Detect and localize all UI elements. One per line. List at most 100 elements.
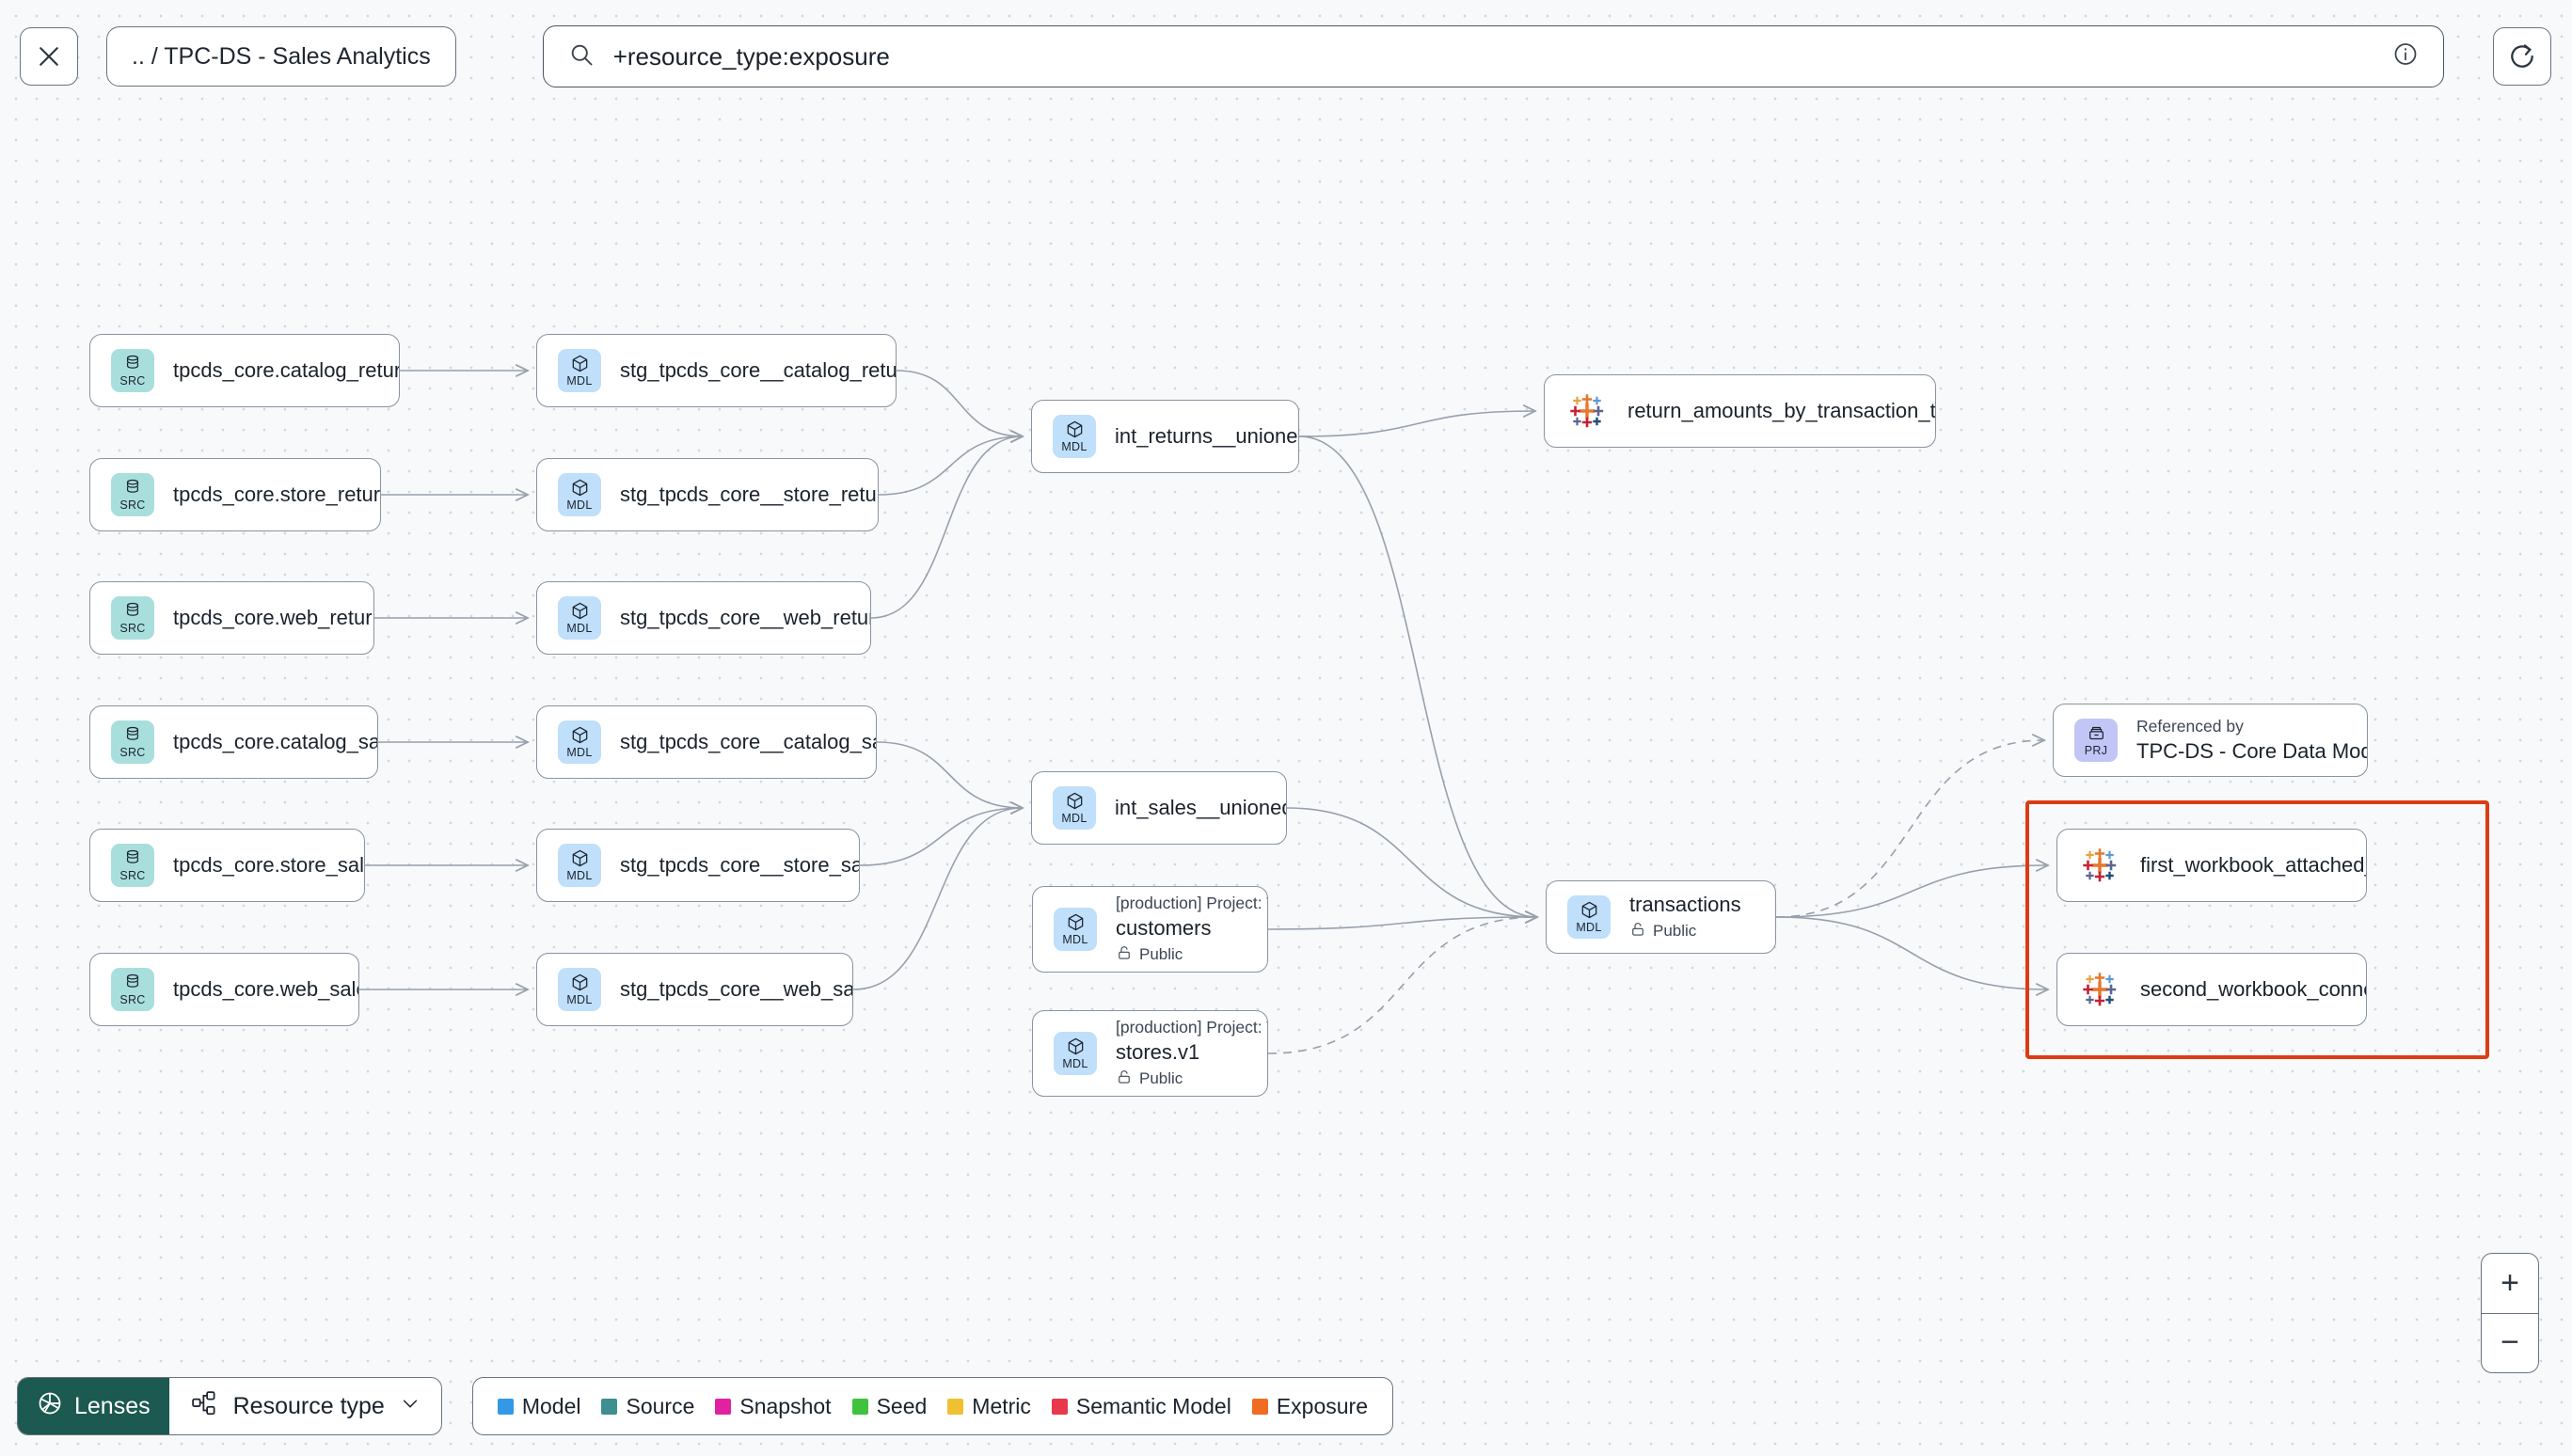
node-text: tpcds_core.store_sales bbox=[173, 853, 364, 878]
node-label: return_amounts_by_transaction_type bbox=[1627, 399, 1935, 422]
lineage-node-stg_web_sales[interactable]: MDL stg_tpcds_core__web_sales bbox=[536, 953, 853, 1026]
lineage-edge bbox=[1775, 916, 2048, 989]
lineage-edge bbox=[1775, 740, 2044, 918]
node-text: int_sales__unioned bbox=[1115, 796, 1286, 820]
lineage-edge bbox=[859, 808, 1023, 866]
lineage-node-customers[interactable]: MDL [production] Project: TPC-DS - Core D… bbox=[1032, 886, 1268, 973]
node-label: int_sales__unioned bbox=[1115, 796, 1286, 819]
search-icon bbox=[568, 41, 595, 72]
search-input[interactable] bbox=[612, 41, 2419, 71]
legend-item-semantic-model[interactable]: Semantic Model bbox=[1051, 1394, 1231, 1419]
lens-group: Lenses Resource type bbox=[17, 1377, 442, 1435]
legend-item-seed[interactable]: Seed bbox=[851, 1394, 927, 1419]
src-badge-icon: SRC bbox=[111, 844, 154, 887]
lineage-node-src_catalog_returns[interactable]: SRC tpcds_core.catalog_returns bbox=[89, 334, 400, 407]
chevron-down-icon bbox=[400, 1393, 421, 1420]
legend-swatch bbox=[497, 1398, 514, 1415]
mdl-badge-icon: MDL bbox=[558, 968, 601, 1011]
zoom-controls[interactable]: + − bbox=[2481, 1253, 2539, 1373]
legend-item-exposure[interactable]: Exposure bbox=[1251, 1393, 1368, 1419]
node-subtitle: [production] Project: TPC-DS - Core Data… bbox=[1116, 893, 1267, 912]
legend-swatch bbox=[601, 1398, 618, 1415]
mdl-badge-icon: MDL bbox=[1053, 786, 1096, 830]
lenses-button[interactable]: Lenses bbox=[18, 1378, 169, 1434]
legend-label: Snapshot bbox=[739, 1393, 832, 1418]
breadcrumb[interactable]: .. / TPC-DS - Sales Analytics bbox=[106, 26, 456, 87]
node-label: tpcds_core.store_returns bbox=[173, 483, 380, 506]
node-text: tpcds_core.web_sales bbox=[173, 977, 358, 1002]
node-text: stg_tpcds_core__web_returns bbox=[620, 606, 870, 630]
lineage-node-int_returns_unioned[interactable]: MDL int_returns__unioned bbox=[1031, 400, 1299, 473]
zoom-out-button[interactable]: − bbox=[2501, 1324, 2519, 1361]
node-text: stg_tpcds_core__catalog_sales bbox=[620, 730, 876, 754]
legend-swatch bbox=[715, 1398, 732, 1415]
node-label: tpcds_core.web_sales bbox=[173, 977, 358, 1001]
info-icon[interactable] bbox=[2392, 41, 2419, 72]
node-text: tpcds_core.web_returns bbox=[173, 606, 373, 630]
legend-swatch bbox=[1051, 1398, 1068, 1415]
legend-item-snapshot[interactable]: Snapshot bbox=[715, 1393, 832, 1419]
mdl-badge-icon: MDL bbox=[1054, 908, 1097, 951]
src-badge-icon: SRC bbox=[111, 473, 154, 516]
node-visibility: Public bbox=[1116, 1068, 1267, 1090]
close-icon[interactable] bbox=[20, 27, 78, 86]
node-label: tpcds_core.catalog_returns bbox=[173, 358, 399, 382]
legend-item-model[interactable]: Model bbox=[497, 1394, 580, 1419]
resource-type-dropdown[interactable]: Resource type bbox=[169, 1378, 441, 1434]
mdl-badge-icon: MDL bbox=[558, 473, 601, 516]
unlock-icon bbox=[1629, 921, 1646, 942]
legend-item-metric[interactable]: Metric bbox=[947, 1394, 1031, 1419]
refresh-icon[interactable] bbox=[2493, 27, 2551, 86]
mdl-badge-icon: MDL bbox=[1053, 415, 1096, 458]
legend-swatch bbox=[1251, 1398, 1268, 1415]
lineage-edge bbox=[876, 741, 1023, 808]
node-visibility: Public bbox=[1116, 944, 1267, 966]
resource-type-label: Resource type bbox=[232, 1392, 385, 1419]
lineage-node-src_store_sales[interactable]: SRC tpcds_core.store_sales bbox=[89, 829, 365, 902]
legend-swatch bbox=[947, 1398, 964, 1415]
legend-label: Metric bbox=[972, 1393, 1031, 1418]
mdl-badge-icon: MDL bbox=[558, 844, 601, 887]
legend-label: Exposure bbox=[1276, 1393, 1368, 1418]
node-label: stg_tpcds_core__catalog_sales bbox=[620, 730, 876, 753]
lineage-node-src_store_returns[interactable]: SRC tpcds_core.store_returns bbox=[89, 458, 381, 531]
node-text: [production] Project: TPC-DS - Core Data… bbox=[1116, 1018, 1267, 1090]
lineage-node-src_web_sales[interactable]: SRC tpcds_core.web_sales bbox=[89, 953, 359, 1026]
search-bar[interactable] bbox=[542, 25, 2444, 87]
src-badge-icon: SRC bbox=[111, 349, 154, 392]
node-text: return_amounts_by_transaction_type bbox=[1627, 399, 1935, 423]
legend-item-source[interactable]: Source bbox=[601, 1394, 694, 1419]
lineage-node-int_sales_unioned[interactable]: MDL int_sales__unioned bbox=[1031, 771, 1287, 845]
lineage-node-stores_v1[interactable]: MDL[production] Project: TPC-DS - Core D… bbox=[1032, 1010, 1268, 1097]
node-text: first_workbook_attached_to_tpc-ds_-_… bbox=[2140, 853, 2366, 878]
node-label: tpcds_core.store_sales bbox=[173, 853, 364, 877]
nodes-icon bbox=[190, 1389, 218, 1424]
node-label: int_returns__unioned bbox=[1115, 424, 1298, 448]
lineage-edge bbox=[896, 370, 1023, 436]
lineage-node-first_workbook[interactable]: first_workbook_attached_to_tpc-ds_-_… bbox=[2056, 829, 2367, 902]
unlock-icon bbox=[1116, 944, 1133, 966]
node-text: [production] Project: TPC-DS - Core Data… bbox=[1116, 894, 1267, 966]
lineage-node-return_amounts[interactable]: return_amounts_by_transaction_type bbox=[1544, 374, 1936, 448]
node-label: stores.v1 bbox=[1116, 1039, 1200, 1064]
zoom-in-button[interactable]: + bbox=[2482, 1254, 2538, 1314]
legend-label: Source bbox=[626, 1393, 695, 1418]
lineage-node-stg_store_sales[interactable]: MDL stg_tpcds_core__store_sales bbox=[536, 829, 860, 902]
mdl-badge-icon: MDL bbox=[558, 349, 601, 392]
lineage-edge bbox=[1298, 411, 1535, 437]
node-text: stg_tpcds_core__web_sales bbox=[620, 977, 852, 1002]
lineage-node-second_workbook[interactable]: second_workbook_connected_to_live… bbox=[2056, 953, 2367, 1026]
node-text: stg_tpcds_core__store_sales bbox=[620, 853, 859, 878]
src-badge-icon: SRC bbox=[111, 968, 154, 1011]
node-label: first_workbook_attached_to_tpc-ds_-_… bbox=[2140, 853, 2366, 877]
